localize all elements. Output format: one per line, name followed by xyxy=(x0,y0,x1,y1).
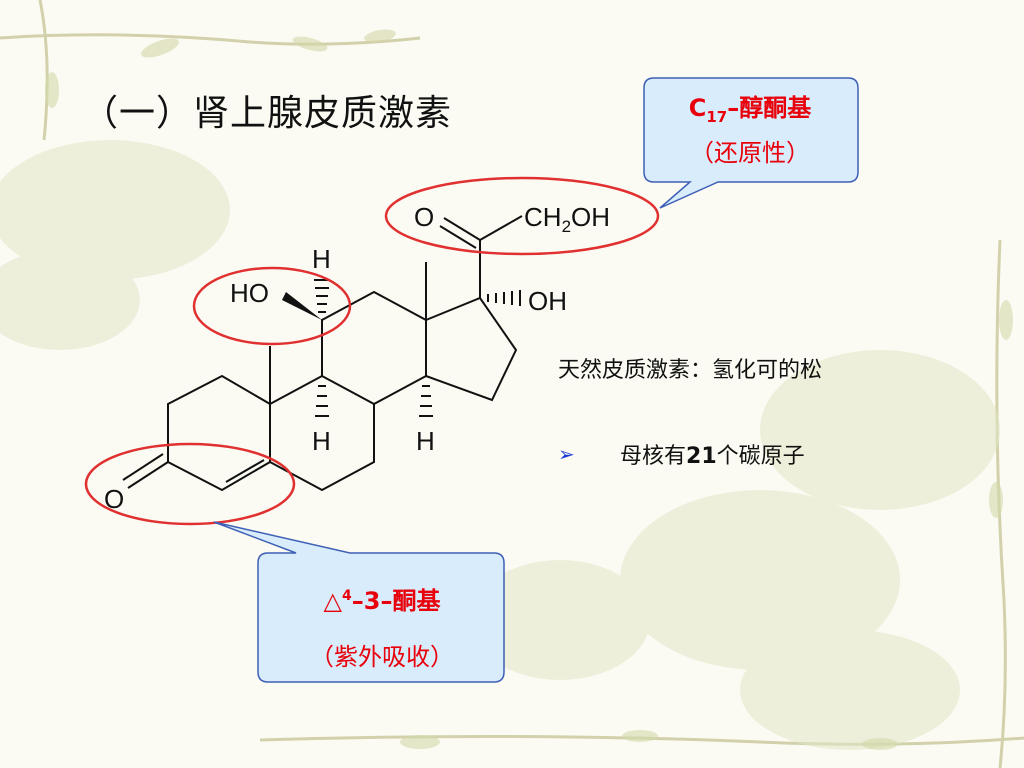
natural-hormone-text: 天然皮质激素：氢化可的松 xyxy=(558,358,823,383)
c17-ketol-callout: C17–醇酮基 （还原性） xyxy=(640,90,860,171)
ketone-oxygen-label: O xyxy=(414,202,434,232)
c3-oxygen-label: O xyxy=(104,484,124,514)
page-title: （一）肾上腺皮质激素 xyxy=(82,93,453,134)
hydrogen-label-left: H xyxy=(312,426,331,456)
c17-ketol-highlight xyxy=(384,176,660,256)
c17-hydroxyl-label: OH xyxy=(528,286,567,316)
c17-callout-note: （还原性） xyxy=(690,138,810,167)
hydrogen-label-top: H xyxy=(312,244,331,274)
enone-callout: △4–3–酮基 （紫外吸收） xyxy=(262,568,502,685)
c11-hydroxyl-label: HO xyxy=(230,278,269,308)
callout-top-box xyxy=(643,77,859,209)
enone-callout-note: （紫外吸收） xyxy=(310,643,454,671)
ring-a-enone-highlight xyxy=(84,442,296,526)
callout-bottom-box xyxy=(213,521,505,683)
hydrogen-label-right: H xyxy=(416,426,435,456)
arrow-bullet-icon: ➢ xyxy=(558,442,575,466)
svg-text:CH2OH: CH2OH xyxy=(524,202,610,236)
ch2oh-label: CH xyxy=(524,202,562,232)
c11-hydroxyl-highlight xyxy=(192,266,352,346)
bullet-item: ➢ 母核有21个碳原子 xyxy=(558,442,805,469)
